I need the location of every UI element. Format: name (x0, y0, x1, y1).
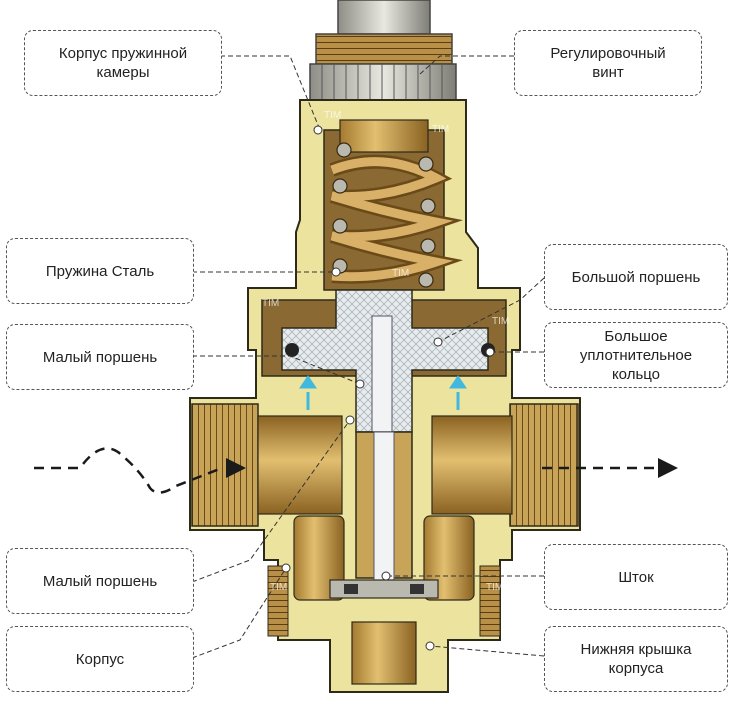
inlet-arrowhead (226, 458, 246, 478)
lower-seat-right (423, 515, 475, 601)
outlet-channel (431, 415, 513, 515)
outlet-arrowhead (658, 458, 678, 478)
watermarks: TIM TIM TIM TIM TIM TIM TIM (262, 110, 509, 593)
inlet-flow-arrow (34, 447, 223, 494)
svg-text:TIM: TIM (432, 124, 449, 135)
leader-dots (281, 125, 495, 651)
inlet-port (191, 403, 259, 527)
bottom-thread-left (267, 565, 289, 637)
svg-text:TIM: TIM (270, 582, 287, 593)
label-large-piston: Большой поршень (544, 244, 728, 310)
bottom-cover-plug (351, 621, 417, 685)
leader-lines (191, 55, 545, 659)
svg-text:TIM: TIM (486, 582, 503, 593)
stem (373, 431, 395, 583)
label-body: Корпус (6, 626, 194, 692)
piston-bolt (371, 315, 393, 433)
inlet-channel (257, 415, 343, 515)
spring-coils (329, 142, 464, 288)
adjusting-screw (309, 0, 457, 101)
water-arrows (299, 375, 467, 410)
svg-text:TIM: TIM (392, 268, 409, 279)
svg-text:TIM: TIM (324, 110, 341, 121)
label-small-piston-bottom: Малый поршень (6, 548, 194, 614)
outlet-port (509, 403, 579, 527)
label-stem: Шток (544, 544, 728, 610)
svg-text:TIM: TIM (262, 298, 279, 309)
label-spring: Пружина Сталь (6, 238, 194, 304)
lower-seat-left (293, 515, 345, 601)
spring-seat-top (339, 119, 429, 153)
svg-text:TIM: TIM (492, 316, 509, 327)
bottom-thread-right (479, 565, 501, 637)
label-small-piston-top: Малый поршень (6, 324, 194, 390)
large-seal-left (285, 343, 299, 357)
